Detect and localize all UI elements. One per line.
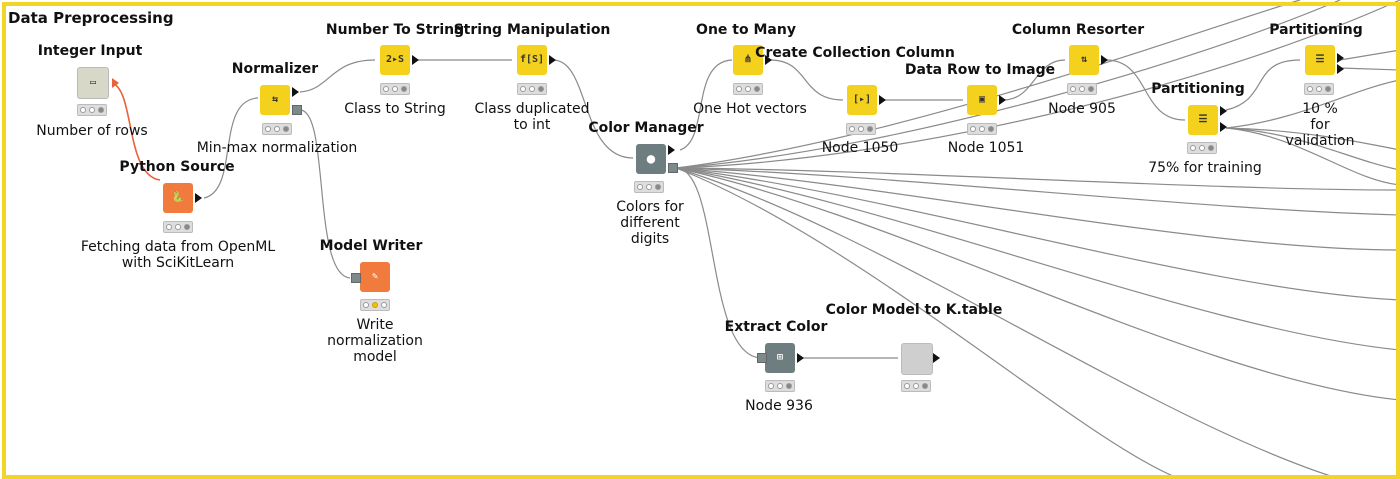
normalizer-name: Normalizer <box>231 61 319 77</box>
normalizer-model-port[interactable] <box>292 105 302 115</box>
extract-color-status <box>765 380 795 392</box>
integer-input-annotation: Number of rows <box>36 123 148 139</box>
color-manager-name: Color Manager <box>588 120 704 136</box>
model-writer-in-port[interactable] <box>351 273 361 283</box>
color-manager-out-port[interactable] <box>668 145 675 155</box>
one-to-many-name: One to Many <box>696 22 796 38</box>
python-source-name: Python Source <box>119 159 235 175</box>
partitioning-2-out-port-bottom[interactable] <box>1337 64 1344 74</box>
integer-input-name: Integer Input <box>37 43 143 59</box>
create-collection-out-port[interactable] <box>879 95 886 105</box>
partitioning-1-name: Partitioning <box>1151 81 1245 97</box>
partitioning-1-node[interactable]: ☰ <box>1188 105 1218 135</box>
column-resorter-name: Column Resorter <box>1011 22 1145 38</box>
data-row-to-image-name: Data Row to Image <box>904 62 1056 78</box>
extract-color-name: Extract Color <box>724 319 828 335</box>
string-manipulation-node[interactable]: f[S] <box>517 45 547 75</box>
partitioning-2-status <box>1304 83 1334 95</box>
partitioning-1-out-port-top[interactable] <box>1220 106 1227 116</box>
number-to-string-icon: 2▸S <box>385 54 405 65</box>
model-writer-annotation: Write normalization model <box>327 317 423 365</box>
number-to-string-annotation: Class to String <box>344 101 446 117</box>
data-row-to-image-status <box>967 123 997 135</box>
one-to-many-status <box>733 83 763 95</box>
number-to-string-out-port[interactable] <box>412 55 419 65</box>
resorter-icon: ⇅ <box>1080 54 1088 65</box>
workflow-title: Data Preprocessing <box>8 9 174 27</box>
flow-variable-port[interactable] <box>112 78 119 88</box>
extract-color-annotation: Node 936 <box>745 398 813 414</box>
partitioning-1-status <box>1187 142 1217 154</box>
color-model-to-table-name: Color Model to K.table <box>825 302 1003 318</box>
model-writer-status <box>360 299 390 311</box>
color-model-to-table-node[interactable] <box>901 343 933 375</box>
normalizer-annotation: Min-max normalization <box>196 140 358 156</box>
color-drop-icon: ● <box>646 151 656 167</box>
one-to-many-out-port[interactable] <box>765 55 772 65</box>
extract-color-icon: ⊞ <box>776 352 784 363</box>
data-row-to-image-node[interactable]: ▣ <box>967 85 997 115</box>
one-to-many-annotation: One Hot vectors <box>693 101 807 117</box>
normalizer-out-port[interactable] <box>292 87 299 97</box>
color-model-to-table-out-port[interactable] <box>933 353 940 363</box>
color-manager-model-port[interactable] <box>668 163 678 173</box>
partitioning-2-out-port-top[interactable] <box>1337 53 1344 63</box>
writer-icon: ✎ <box>371 271 379 282</box>
number-to-string-name: Number To String <box>325 22 465 38</box>
string-manipulation-annotation: Class duplicated to int <box>474 101 590 133</box>
extract-color-in-port[interactable] <box>757 353 767 363</box>
string-manipulation-status <box>517 83 547 95</box>
partitioning-2-name: Partitioning <box>1269 22 1363 38</box>
normalizer-status <box>262 123 292 135</box>
extract-color-out-port[interactable] <box>797 353 804 363</box>
number-to-string-status <box>380 83 410 95</box>
data-row-to-image-annotation: Node 1051 <box>947 140 1025 156</box>
image-icon: ▣ <box>978 94 986 105</box>
string-manipulation-name: String Manipulation <box>453 22 611 38</box>
color-manager-node[interactable]: ● <box>636 144 666 174</box>
python-source-out-port[interactable] <box>195 193 202 203</box>
collection-icon: [▸] <box>852 94 872 105</box>
partition-icon: ☰ <box>1315 54 1325 65</box>
one-to-many-node[interactable]: ⋔ <box>733 45 763 75</box>
string-manipulation-icon: f[S] <box>519 54 545 65</box>
integer-input-icon: ▭ <box>89 77 97 88</box>
column-resorter-status <box>1067 83 1097 95</box>
integer-input-node[interactable]: ▭ <box>77 67 109 99</box>
number-to-string-node[interactable]: 2▸S <box>380 45 410 75</box>
create-collection-name: Create Collection Column <box>755 45 955 61</box>
create-collection-status <box>846 123 876 135</box>
color-manager-status <box>634 181 664 193</box>
column-resorter-annotation: Node 905 <box>1048 101 1116 117</box>
one-to-many-icon: ⋔ <box>743 54 753 65</box>
integer-input-status <box>77 104 107 116</box>
python-source-node[interactable]: 🐍 <box>163 183 193 213</box>
normalize-icon: ⇆ <box>271 94 279 105</box>
normalizer-node[interactable]: ⇆ <box>260 85 290 115</box>
partitioning-2-node[interactable]: ☰ <box>1305 45 1335 75</box>
extract-color-node[interactable]: ⊞ <box>765 343 795 373</box>
color-manager-annotation: Colors for different digits <box>616 199 684 247</box>
python-icon: 🐍 <box>171 192 185 203</box>
python-source-annotation: Fetching data from OpenML with SciKitLea… <box>80 239 276 271</box>
partition-icon: ☰ <box>1198 114 1208 125</box>
model-writer-name: Model Writer <box>319 238 423 254</box>
string-manipulation-out-port[interactable] <box>549 55 556 65</box>
column-resorter-node[interactable]: ⇅ <box>1069 45 1099 75</box>
partitioning-2-annotation: 10 % for validation <box>1285 101 1355 149</box>
data-row-to-image-out-port[interactable] <box>999 95 1006 105</box>
color-model-to-table-status <box>901 380 931 392</box>
partitioning-1-annotation: 75% for training <box>1148 160 1262 176</box>
column-resorter-out-port[interactable] <box>1101 55 1108 65</box>
create-collection-node[interactable]: [▸] <box>847 85 877 115</box>
create-collection-annotation: Node 1050 <box>821 140 899 156</box>
python-source-status <box>163 221 193 233</box>
model-writer-node[interactable]: ✎ <box>360 262 390 292</box>
partitioning-1-out-port-bottom[interactable] <box>1220 122 1227 132</box>
